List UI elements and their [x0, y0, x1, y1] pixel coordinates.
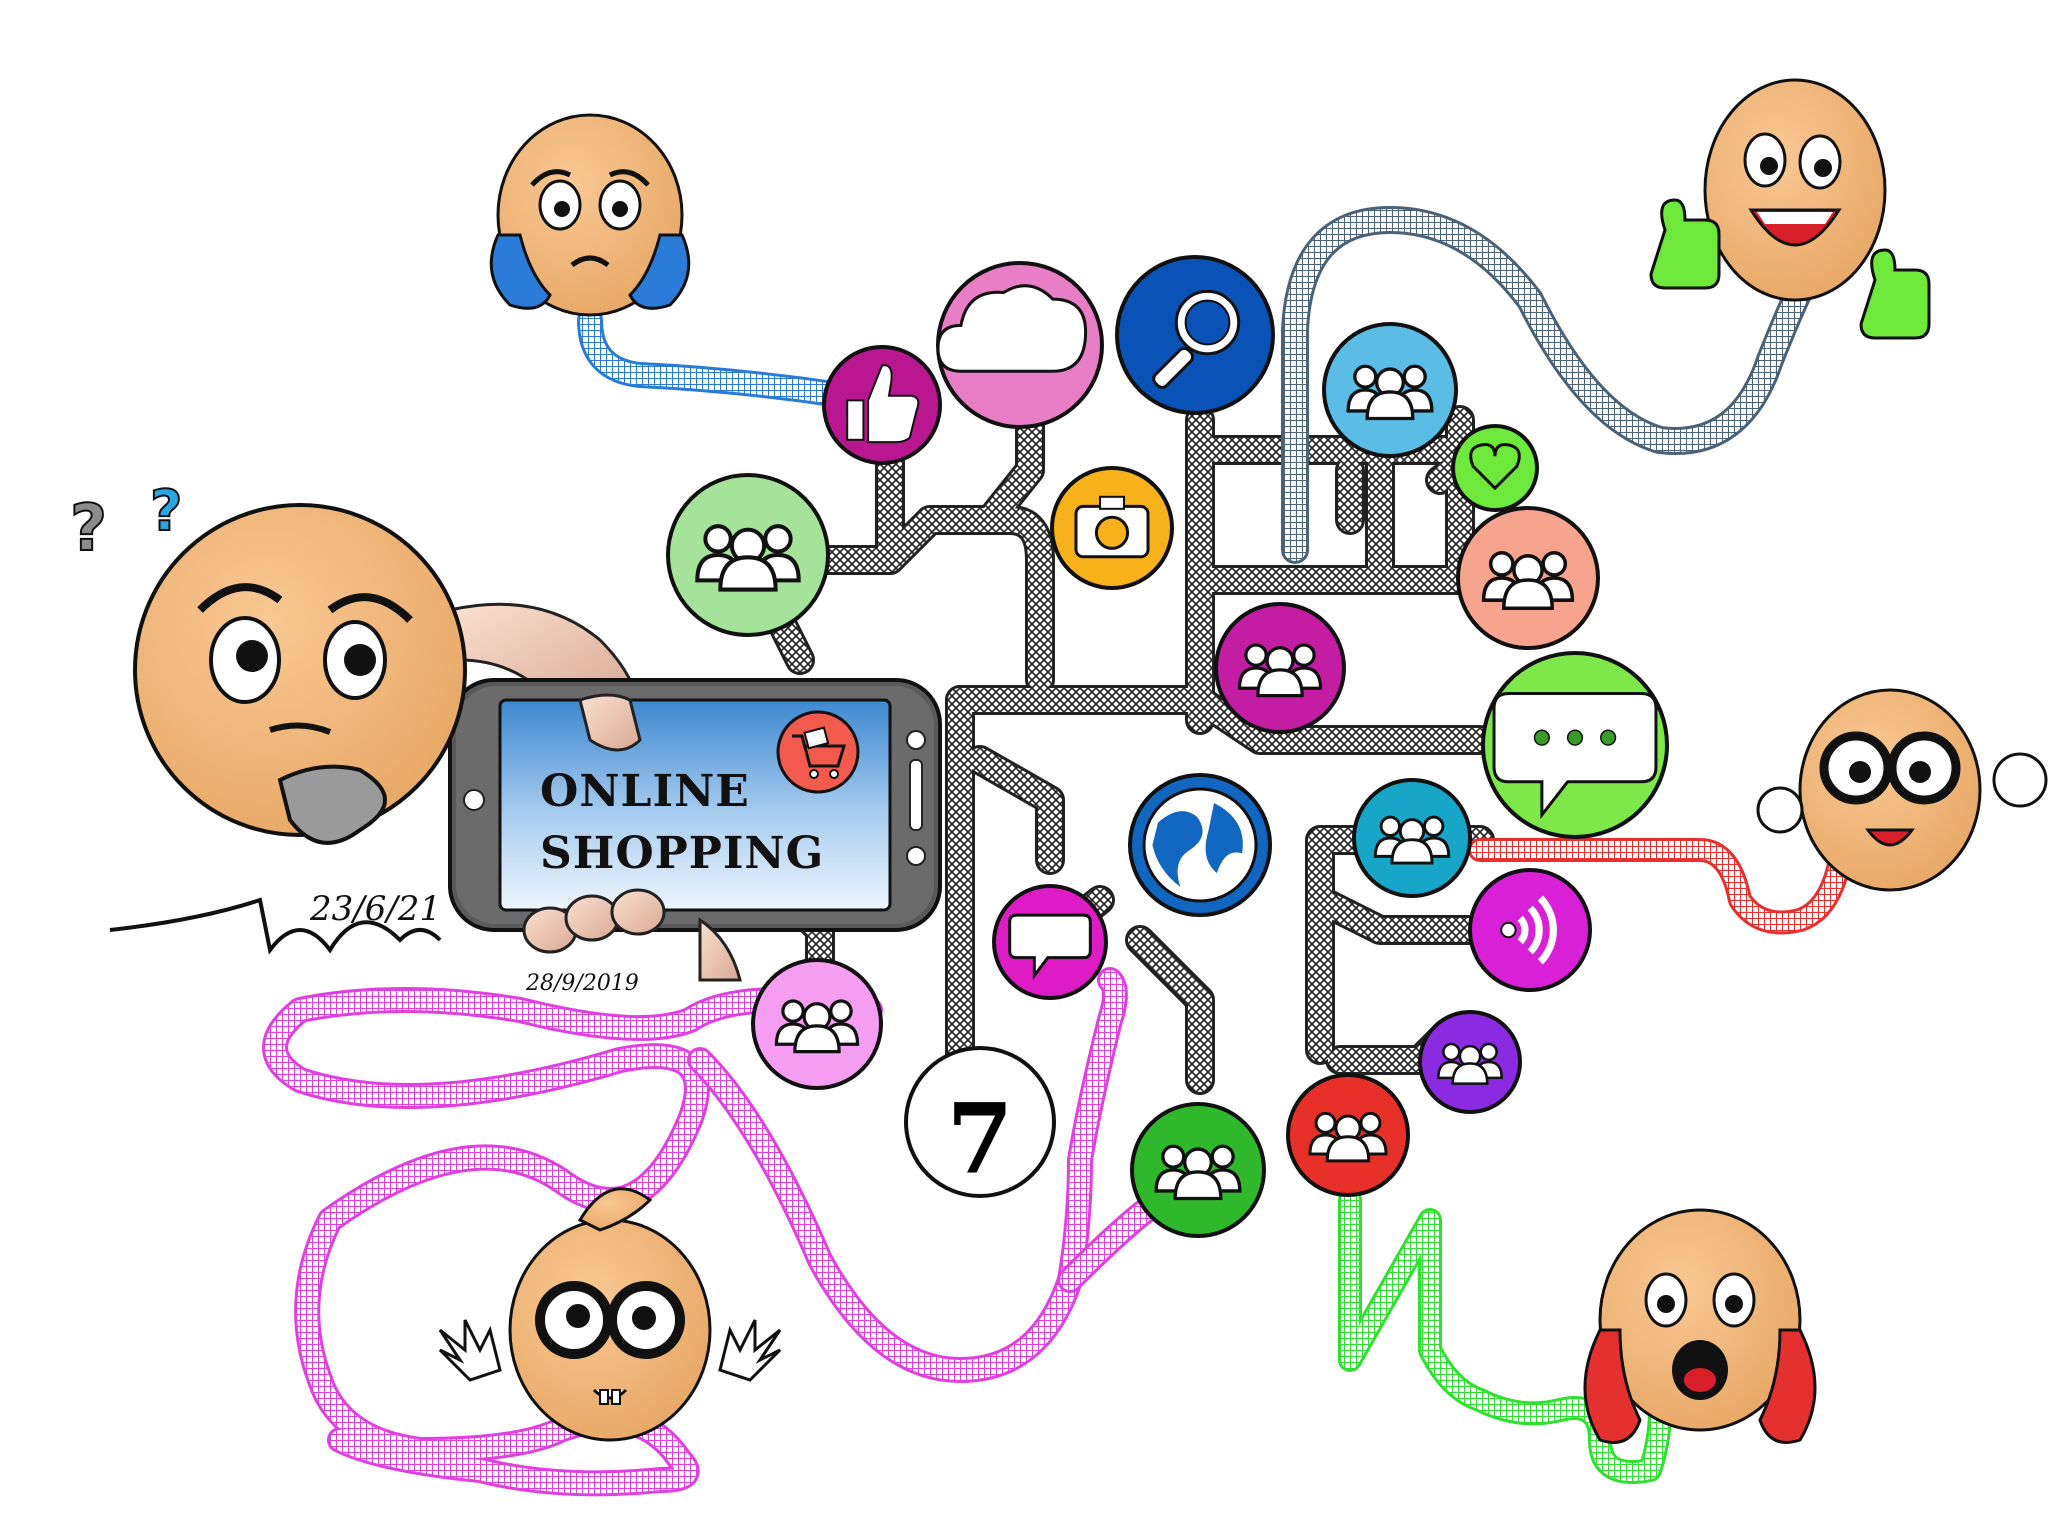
group-icon-cyan [1352, 778, 1472, 898]
question-mark-grey-icon: ? [70, 492, 107, 566]
group-icon-salmon [1456, 506, 1600, 650]
like-icon [822, 345, 942, 465]
phone-with-hand: ONLINE SHOPPING 28/9/2019 [448, 602, 942, 996]
phone-device: ONLINE SHOPPING [448, 678, 942, 932]
thinking-face-character: ? ? [69, 478, 467, 845]
icon-bubbles: 7 [666, 255, 1669, 1238]
slate-connector-path [1281, 205, 1814, 564]
group-icon-magenta [1214, 602, 1346, 734]
message-icon [992, 884, 1108, 1000]
heart-icon [1451, 424, 1539, 512]
question-mark-blue-icon: ? [150, 479, 182, 544]
group-icon-red [1286, 1073, 1410, 1197]
group-icon-green [1130, 1102, 1266, 1238]
search-icon [1115, 255, 1275, 415]
nerd-face-character [438, 1187, 782, 1442]
phone-signature-date: 28/9/2019 [525, 971, 639, 996]
blue-connector-path [577, 307, 853, 408]
phone-title-line1: ONLINE [540, 766, 750, 817]
group-icon-pink [751, 958, 883, 1090]
group-icon-green-left [666, 473, 830, 637]
red-connector-path [1468, 838, 1852, 935]
phone-title-line2: SHOPPING [540, 828, 824, 879]
group-icon-top-right [1322, 322, 1458, 458]
main-signature-date: 23/6/21 [309, 889, 441, 929]
shocked-face-character [1583, 1208, 1817, 1444]
worried-face-character [489, 113, 691, 317]
happy-thumbs-up-character [1649, 78, 1931, 340]
glasses-face-character [1756, 688, 2048, 892]
chat-icon [1481, 651, 1669, 839]
cloud-icon [936, 261, 1104, 429]
camera-icon [1050, 466, 1174, 590]
magenta-connector-path [262, 967, 1243, 1497]
number-seven-label: 7 [947, 1082, 1014, 1195]
main-signature: 23/6/21 [109, 889, 442, 955]
shopping-cart-icon [776, 710, 860, 794]
group-icon-purple [1418, 1010, 1522, 1114]
green-connector-path [1338, 1188, 1672, 1484]
number-seven-icon: 7 [904, 1046, 1056, 1198]
rss-icon [1468, 868, 1592, 992]
globe-icon [1128, 773, 1272, 917]
